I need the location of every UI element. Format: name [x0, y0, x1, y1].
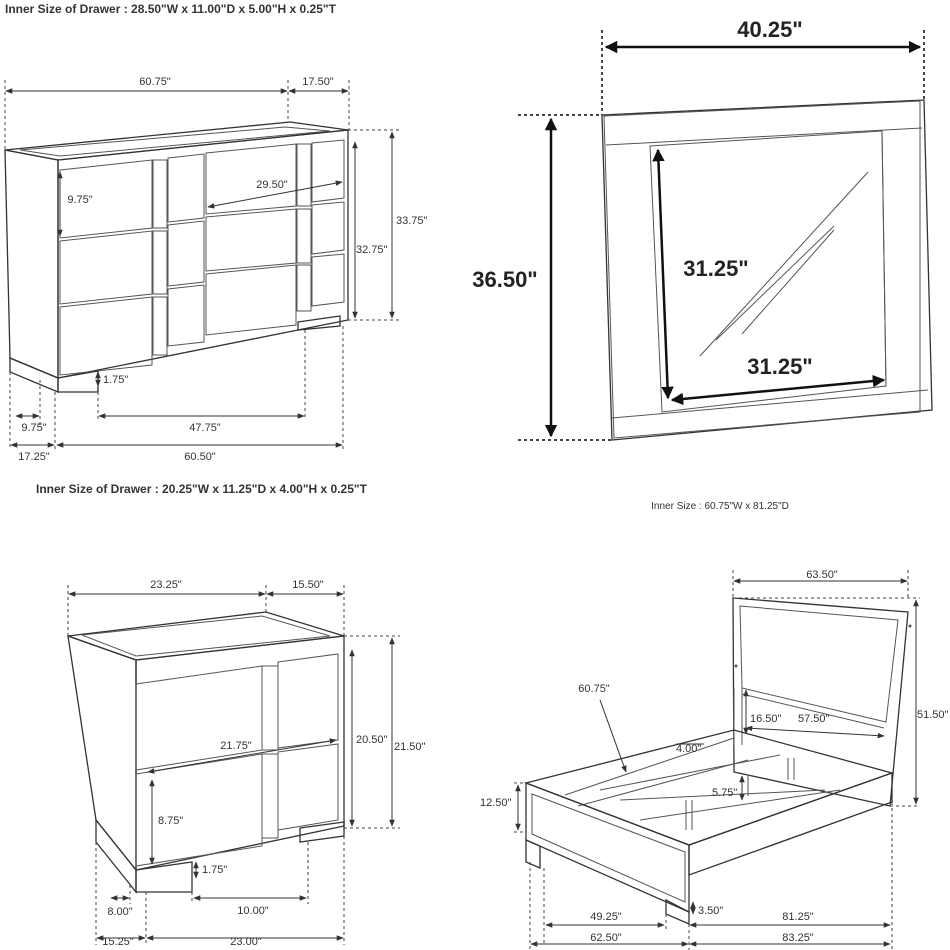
- nightstand-bottom-w-label: 23.00": [230, 936, 262, 948]
- bed-panel-h-label: 16.50": [750, 713, 782, 725]
- mirror-glass-h-label: 31.25": [683, 256, 748, 281]
- dresser-height-label: 33.75": [396, 215, 428, 227]
- bed-inner-w-label: 60.75": [578, 683, 610, 695]
- dresser-leg-h-label: 1.75": [103, 374, 128, 386]
- nightstand-bottom-depth-label: 15.25": [102, 936, 134, 948]
- bed-slat-h-label: 5.75": [712, 787, 737, 799]
- dresser-bottom-depth-label: 17.25": [18, 451, 50, 463]
- bed-outer-w-label: 62.50": [590, 932, 622, 944]
- nightstand-height-label: 21.50": [394, 741, 426, 753]
- dresser-depth-label: 17.50": [302, 76, 334, 88]
- nightstand-depth-label: 15.50": [292, 579, 324, 591]
- dresser-side-depth-label: 9.75": [21, 422, 46, 434]
- bed-rail-h-label: 4.00": [676, 743, 701, 755]
- bed-leg-h-label: 3.50": [698, 905, 723, 917]
- dresser-width-label: 60.75": [139, 76, 171, 88]
- bed-head-h-label: 51.50": [917, 709, 949, 721]
- nightstand-header: Inner Size of Drawer : 20.25"W x 11.25"D…: [36, 482, 368, 496]
- nightstand-side-depth-label: 8.00": [107, 906, 132, 918]
- bed-header: Inner Size : 60.75"W x 81.25"D: [651, 501, 789, 512]
- dresser-drawer-w-label: 29.50": [256, 179, 288, 191]
- nightstand-width-label: 23.25": [150, 579, 182, 591]
- nightstand-drawer-h-label: 8.75": [158, 815, 183, 827]
- nightstand-drawing: Inner Size of Drawer : 20.25"W x 11.25"D…: [36, 482, 426, 948]
- bed-drawing: Inner Size : 60.75"W x 81.25"D 63.50": [480, 501, 949, 950]
- bed-inner-len-label: 49.25": [590, 911, 622, 923]
- nightstand-body-h-label: 20.50": [356, 734, 388, 746]
- dresser-body-h-label: 32.75": [356, 244, 388, 256]
- dresser-header: Inner Size of Drawer : 28.50"W x 11.00"D…: [5, 2, 337, 16]
- dresser-inner-w-label: 47.75": [189, 422, 221, 434]
- mirror-width-label: 40.25": [737, 17, 802, 42]
- nightstand-drawer-w-label: 21.75": [220, 740, 252, 752]
- dresser-drawer-h-label: 9.75": [67, 194, 92, 206]
- dresser-bottom-w-label: 60.50": [184, 451, 216, 463]
- bed-outer-d-label: 83.25": [782, 932, 814, 944]
- bed-head-w-label: 63.50": [806, 569, 838, 581]
- bed-panel-w-label: 57.50": [798, 713, 830, 725]
- dresser-drawing: Inner Size of Drawer : 28.50"W x 11.00"D…: [4, 2, 428, 463]
- nightstand-leg-h-label: 1.75": [202, 864, 227, 876]
- bed-inner-d-label: 81.25": [782, 911, 814, 923]
- mirror-glass-w-label: 31.25": [747, 354, 812, 379]
- mirror-height-label: 36.50": [472, 267, 537, 292]
- bed-foot-h-label: 12.50": [480, 797, 512, 809]
- mirror-drawing: 40.25" 36.50" 31.25" 31.25": [472, 17, 933, 441]
- nightstand-inner-w-label: 10.00": [237, 905, 269, 917]
